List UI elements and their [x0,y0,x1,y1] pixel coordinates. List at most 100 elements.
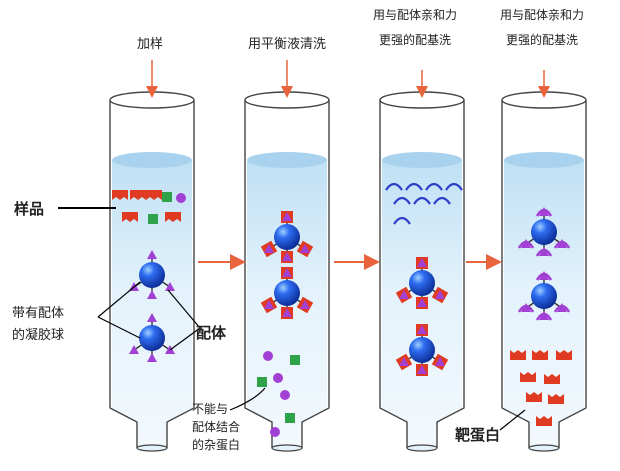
step-1-label: 加样 [136,37,163,52]
gel-bead [395,324,449,376]
step-4-label-line1: 用与配体亲和力 [499,8,584,22]
step-3-label-line2: 更强的配基洗 [378,33,451,47]
ligand [147,250,157,259]
column-wall [501,100,587,448]
ligand-leader [167,289,201,329]
target-protein [510,350,526,360]
ligand [282,252,292,261]
unbound-protein [270,427,280,437]
gel-bead [517,271,571,321]
ligand [282,212,292,221]
column-wall [109,100,195,448]
target-protein [526,392,542,402]
liquid-surface [112,152,192,168]
ligand [539,247,549,256]
ligand [282,308,292,317]
bead-sphere [274,280,300,306]
ligand [147,313,157,322]
gel-bead [517,207,571,257]
column-wall [379,100,465,448]
competitor-ligand [385,182,403,191]
sample-protein [122,212,138,222]
ligand [539,311,549,320]
ligand [300,244,310,253]
bead-label-line2: 的凝胶球 [12,328,65,343]
ligand [165,282,175,291]
ligand [435,290,445,299]
target-protein [544,374,560,384]
competitor-ligand [433,196,451,205]
bead-sphere [531,219,557,245]
spout-rim [406,444,438,452]
target-protein [548,394,564,404]
gel-bead [395,257,449,309]
ligand [435,357,445,366]
target-leader [499,409,526,431]
liquid-surface [504,152,584,168]
bead-sphere [274,224,300,250]
gel-bead [260,267,314,319]
competitor-ligand [393,216,411,225]
gel-bead [260,211,314,263]
bead-sphere [139,262,165,288]
unbound-leader [229,387,266,411]
sample-protein [146,190,162,200]
ligand [557,303,567,312]
bead-sphere [409,270,435,296]
target-protein [532,350,548,360]
sample-label: 样品 [14,200,45,218]
sample-protein [112,190,128,200]
ligand [521,239,531,248]
competitor-ligand [393,196,411,205]
ligand-label: 配体 [196,324,227,342]
liquid-surface [382,152,462,168]
ligand [129,345,139,354]
step-3-label-line1: 用与配体亲和力 [372,8,457,22]
column-1 [109,91,195,452]
bead-leader [97,281,141,318]
ligand [147,353,157,362]
spout-rim [528,444,560,452]
bead-label-line1: 带有配体 [12,306,65,321]
unbound-label-line1: 不能与 [192,402,229,416]
ligand [557,239,567,248]
step-2-label: 用平衡液清洗 [247,37,326,52]
spout-rim [271,444,303,452]
ligand [417,365,427,374]
ligand [399,357,409,366]
competitor-ligand [425,182,443,191]
ligand [399,290,409,299]
unbound-label-line3: 的杂蛋白 [192,438,241,452]
competitor-ligand [405,182,423,191]
unbound-protein [273,373,283,383]
ligand [521,303,531,312]
gel-bead [129,250,175,299]
ligand-leader [169,327,201,351]
target-protein [556,350,572,360]
liquid [112,160,192,448]
liquid-surface [247,152,327,168]
bead-sphere [139,325,165,351]
unbound-protein [257,377,267,387]
target-protein-label: 靶蛋白 [455,426,501,444]
unbound-protein [290,355,300,365]
sample-protein-purple [176,193,186,203]
ligand [300,300,310,309]
ligand [417,258,427,267]
target-protein [536,416,552,426]
unbound-protein [263,351,273,361]
target-protein [520,372,536,382]
ligand [282,268,292,277]
unbound-protein [285,413,295,423]
step-4-label-line2: 更强的配基洗 [505,33,578,47]
spout-rim [136,444,168,452]
sample-protein [165,212,181,222]
competitor-ligand [413,196,431,205]
sample-protein-green [162,192,172,202]
unbound-label-line2: 配体结合 [192,420,241,434]
sample-protein [130,190,146,200]
ligand [264,244,274,253]
competitor-ligand [445,182,463,191]
bead-leader [97,316,141,339]
